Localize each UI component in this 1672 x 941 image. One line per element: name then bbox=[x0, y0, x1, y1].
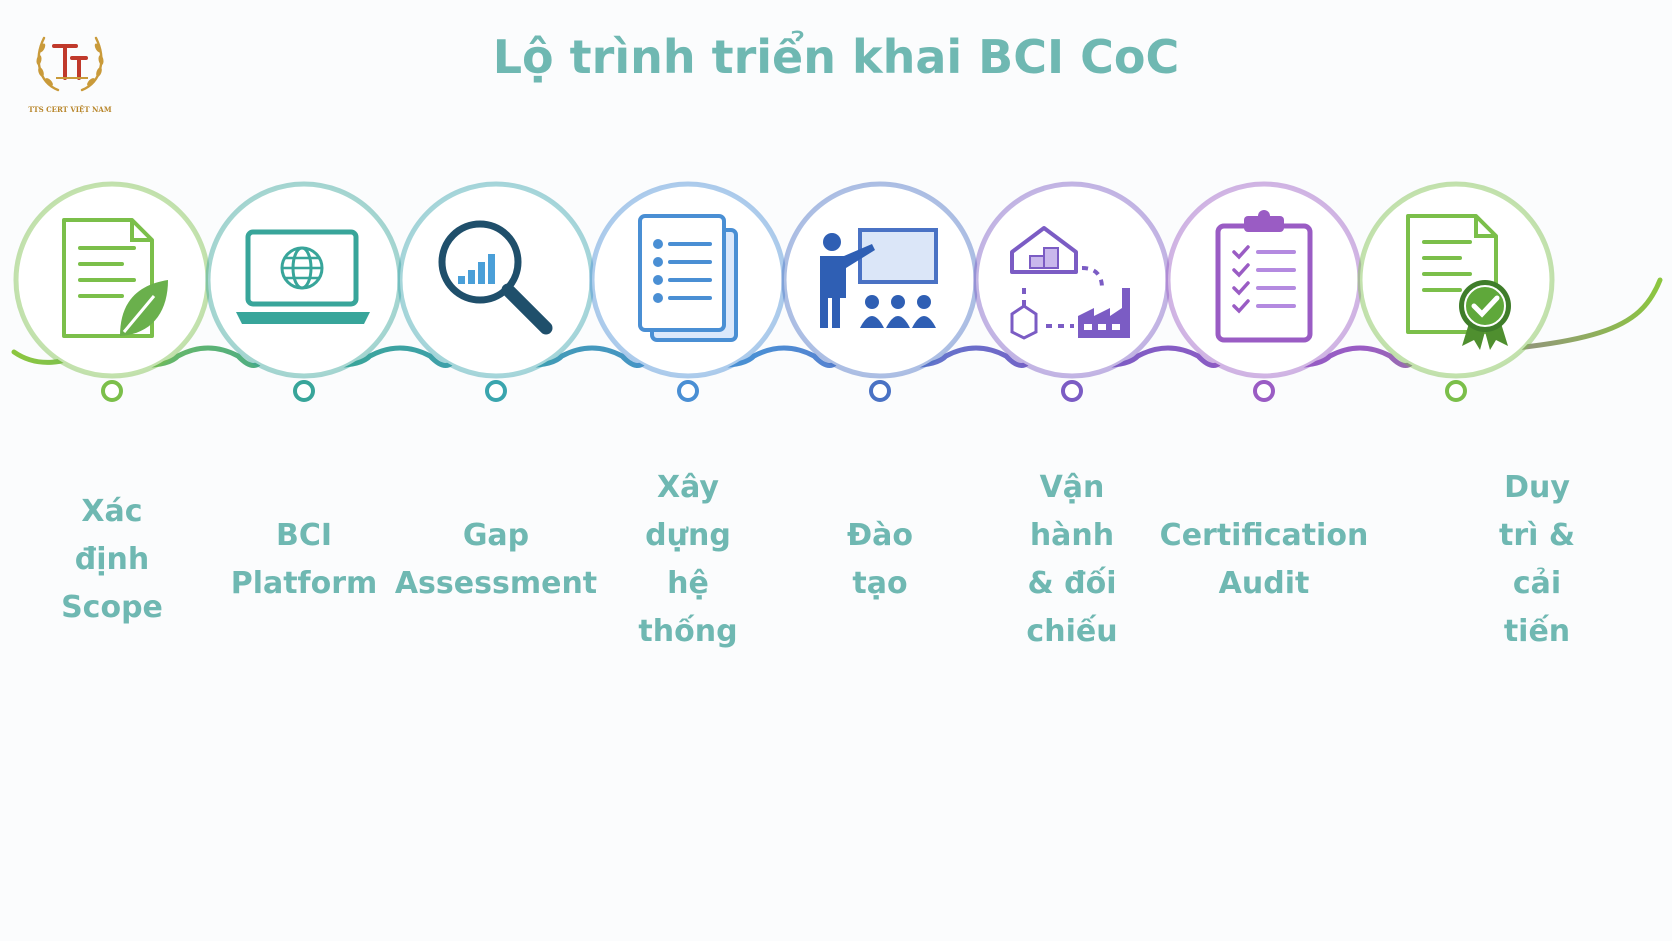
roadmap-step-4 bbox=[589, 181, 787, 402]
company-logo: TTS CERT VIỆT NAM bbox=[20, 18, 120, 118]
magnifier-chart-icon bbox=[438, 220, 553, 335]
roadmap-step-3 bbox=[397, 181, 595, 402]
step-node bbox=[1061, 380, 1083, 402]
logo-caption: TTS CERT VIỆT NAM bbox=[28, 105, 112, 114]
laurel-monogram-icon bbox=[36, 36, 104, 92]
step-node bbox=[101, 380, 123, 402]
step-node bbox=[677, 380, 699, 402]
clipboard-checklist-icon bbox=[1215, 210, 1313, 343]
roadmap-step-2 bbox=[205, 181, 403, 402]
step-node bbox=[485, 380, 507, 402]
roadmap-step-8 bbox=[1357, 181, 1555, 402]
step-node bbox=[293, 380, 315, 402]
roadmap-step-7 bbox=[1165, 181, 1363, 402]
supply-chain-icon bbox=[1010, 226, 1130, 340]
page-title: Lộ trình triển khai BCI CoC bbox=[492, 30, 1180, 84]
step-node bbox=[1253, 380, 1275, 402]
presentation-training-icon bbox=[820, 228, 938, 328]
step-circle bbox=[973, 181, 1171, 379]
roadmap-step-6 bbox=[973, 181, 1171, 402]
step-node bbox=[1445, 380, 1467, 402]
certificate-badge-icon bbox=[1406, 214, 1511, 350]
step-node bbox=[869, 380, 891, 402]
document-leaf-icon bbox=[62, 218, 168, 338]
roadmap-step-5 bbox=[781, 181, 979, 402]
roadmap-step-1 bbox=[13, 181, 211, 402]
document-list-icon bbox=[638, 214, 738, 342]
roadmap-timeline bbox=[11, 181, 1663, 402]
laptop-globe-icon bbox=[236, 229, 370, 324]
